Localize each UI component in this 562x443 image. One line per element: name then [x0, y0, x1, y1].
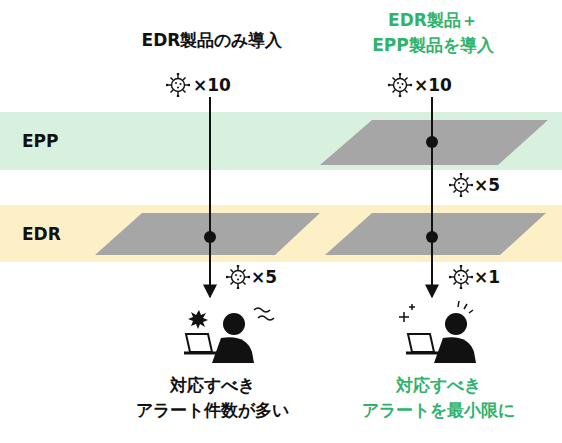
layer-name: EPP [0, 131, 59, 151]
virus-icon [388, 73, 413, 98]
count-label: ×5 [474, 173, 534, 198]
detection-dot [426, 136, 438, 148]
caption-text: EDR製品＋ EPP製品を導入 [358, 8, 508, 58]
caption-text: EDR製品のみ導入 [112, 28, 312, 53]
laptop-base [184, 352, 228, 355]
detection-dot [426, 231, 438, 243]
caption-text: 対応すべき アラートを最小限に [348, 373, 528, 423]
sparkle-mark [399, 304, 415, 322]
stress-mark [188, 310, 208, 329]
laptop-base [406, 352, 450, 355]
count-label: ×10 [414, 73, 474, 98]
virus-icon [449, 265, 474, 290]
laptop-screen [186, 334, 212, 352]
count-label: ×1 [474, 265, 534, 290]
flow-line [431, 97, 433, 297]
calm-mark [458, 301, 473, 313]
person-head [223, 313, 245, 335]
stress-mark [254, 308, 274, 320]
caption-text: 対応すべき アラート件数が多い [122, 373, 302, 423]
person-body [212, 337, 254, 363]
flow-line [209, 97, 211, 297]
layer-name: EDR [0, 224, 61, 244]
detection-dot [204, 231, 216, 243]
virus-icon [166, 73, 191, 98]
person-relaxed [399, 301, 476, 363]
person-stressed [184, 308, 274, 363]
laptop-screen [408, 334, 434, 352]
virus-icon [226, 265, 251, 290]
person-body [434, 337, 476, 363]
virus-icon [449, 173, 474, 198]
person-head [445, 313, 467, 335]
count-label: ×5 [251, 265, 311, 290]
count-label: ×10 [193, 73, 253, 98]
